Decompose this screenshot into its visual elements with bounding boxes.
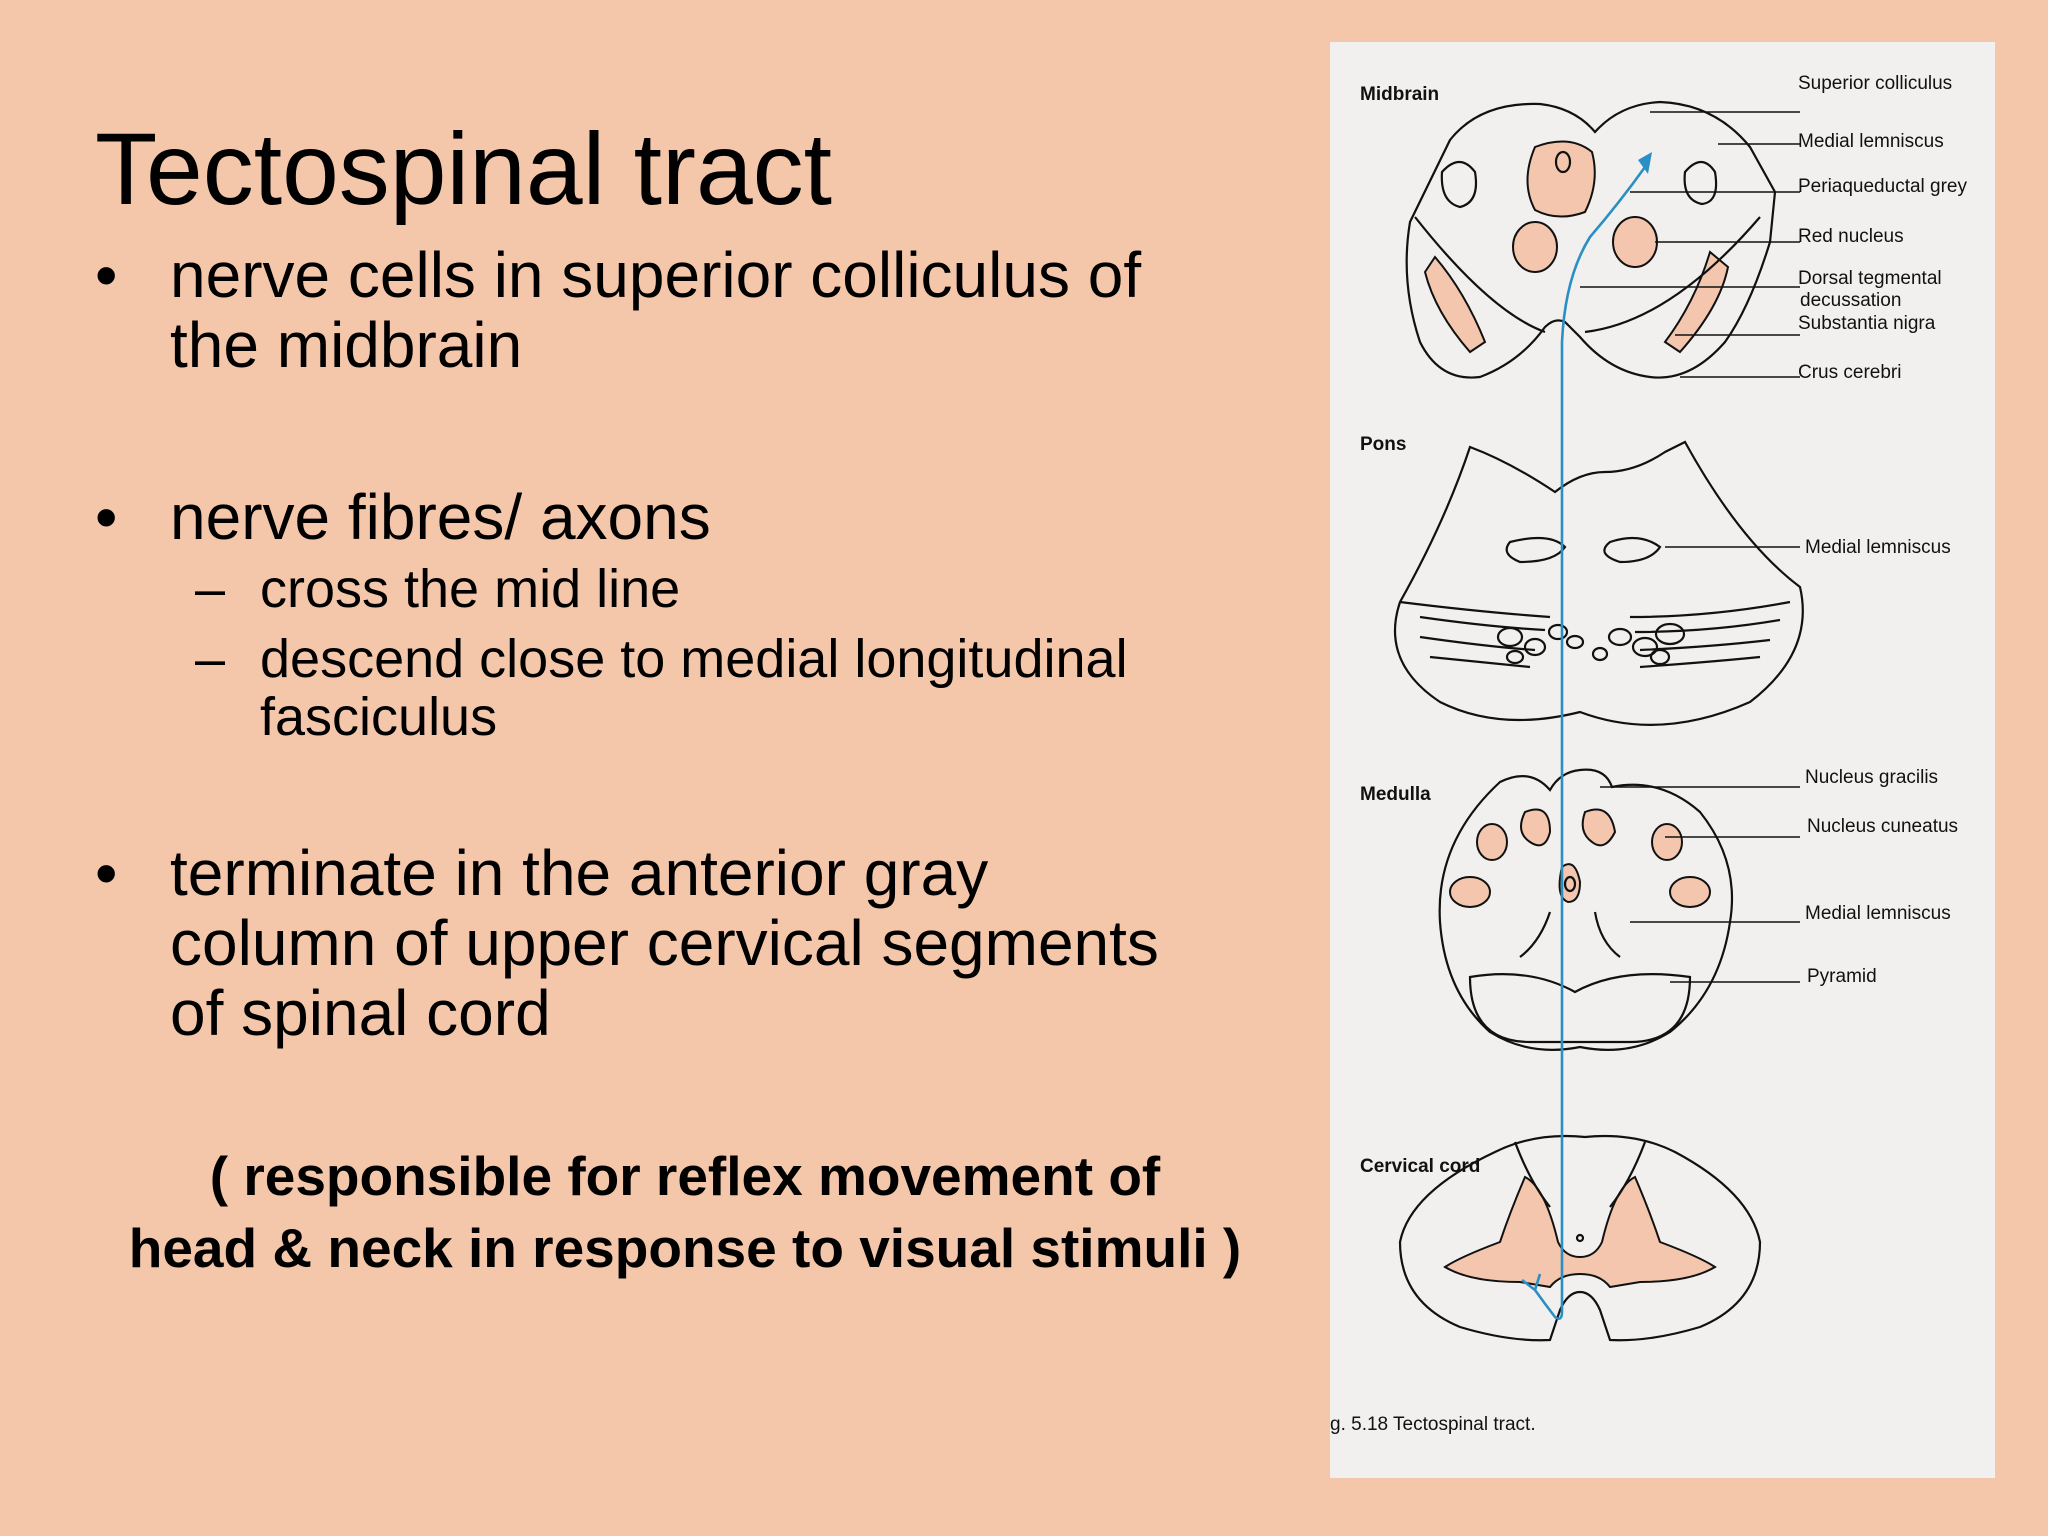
label-superior-colliculus: Superior colliculus xyxy=(1798,73,1952,94)
bullet-item: • terminate in the anterior gray column … xyxy=(95,838,1295,1048)
label-medial-lemniscus-pons: Medial lemniscus xyxy=(1805,537,1951,558)
label-medial-lemniscus: Medial lemniscus xyxy=(1798,131,1944,152)
tectospinal-diagram: Midbrain Superior colliculus Medial lemn… xyxy=(1330,73,1967,1435)
label-substantia-nigra: Substantia nigra xyxy=(1798,313,1936,334)
sub-bullet-item: – cross the mid line xyxy=(95,560,1295,618)
note-text: ( responsible for reflex movement of hea… xyxy=(90,1140,1280,1284)
bullet-line: nerve fibres/ axons xyxy=(170,481,711,553)
sub-bullet-item: – descend close to medial longitudinal f… xyxy=(95,630,1295,746)
label-medial-lemniscus-medulla: Medial lemniscus xyxy=(1805,903,1951,924)
sub-bullet-dash: – xyxy=(195,559,226,619)
bullet-line: column of upper cervical segments xyxy=(170,907,1159,979)
note-line: ( responsible for reflex movement of xyxy=(209,1145,1161,1207)
section-label-cervical-cord: Cervical cord xyxy=(1360,1156,1480,1177)
label-decussation: decussation xyxy=(1800,290,1901,311)
label-crus-cerebri: Crus cerebri xyxy=(1798,362,1901,383)
label-nucleus-cuneatus: Nucleus cuneatus xyxy=(1807,816,1958,837)
sub-bullet-line: fasciculus xyxy=(260,687,498,747)
bullet-line: terminate in the anterior gray xyxy=(170,837,989,909)
tectospinal-tract-line xyxy=(1521,166,1647,1320)
sub-bullet-line: cross the mid line xyxy=(260,559,681,619)
section-label-pons: Pons xyxy=(1360,434,1406,455)
bullet-line: nerve cells in superior colliculus of xyxy=(170,239,1142,311)
medulla-labels: Nucleus gracilis Nucleus cuneatus Medial… xyxy=(1600,767,1958,987)
pons-labels: Medial lemniscus xyxy=(1665,537,1951,558)
bullet-line: the midbrain xyxy=(170,309,523,381)
bullet-dot: • xyxy=(95,481,118,553)
bullet-item: • nerve fibres/ axons – cross the mid li… xyxy=(95,482,1295,746)
section-label-midbrain: Midbrain xyxy=(1360,84,1439,105)
sub-bullet-dash: – xyxy=(195,629,226,689)
label-pyramid: Pyramid xyxy=(1807,966,1877,987)
tectospinal-figure: Midbrain Superior colliculus Medial lemn… xyxy=(1330,42,1995,1478)
figure-caption: g. 5.18 Tectospinal tract. xyxy=(1330,1414,1536,1435)
midbrain-labels: Superior colliculus Medial lemniscus Per… xyxy=(1580,73,1967,383)
cervical-cord-section xyxy=(1398,1134,1762,1342)
midbrain-section xyxy=(1405,100,1777,379)
bullet-dot: • xyxy=(95,239,118,311)
pons-section xyxy=(1393,440,1804,726)
label-red-nucleus: Red nucleus xyxy=(1798,226,1904,247)
bullet-item: • nerve cells in superior colliculus of … xyxy=(95,240,1295,380)
medulla-section xyxy=(1438,768,1734,1051)
section-label-medulla: Medulla xyxy=(1360,784,1431,805)
sub-bullet-line: descend close to medial longitudinal xyxy=(260,629,1128,689)
label-periaqueductal-grey: Periaqueductal grey xyxy=(1798,176,1967,197)
slide-title: Tectospinal tract xyxy=(95,112,833,226)
bullet-line: of spinal cord xyxy=(170,977,551,1049)
bullet-dot: • xyxy=(95,837,118,909)
note-line: head & neck in response to visual stimul… xyxy=(128,1217,1242,1279)
label-dorsal-tegmental: Dorsal tegmental xyxy=(1798,268,1942,289)
label-nucleus-gracilis: Nucleus gracilis xyxy=(1805,767,1938,788)
